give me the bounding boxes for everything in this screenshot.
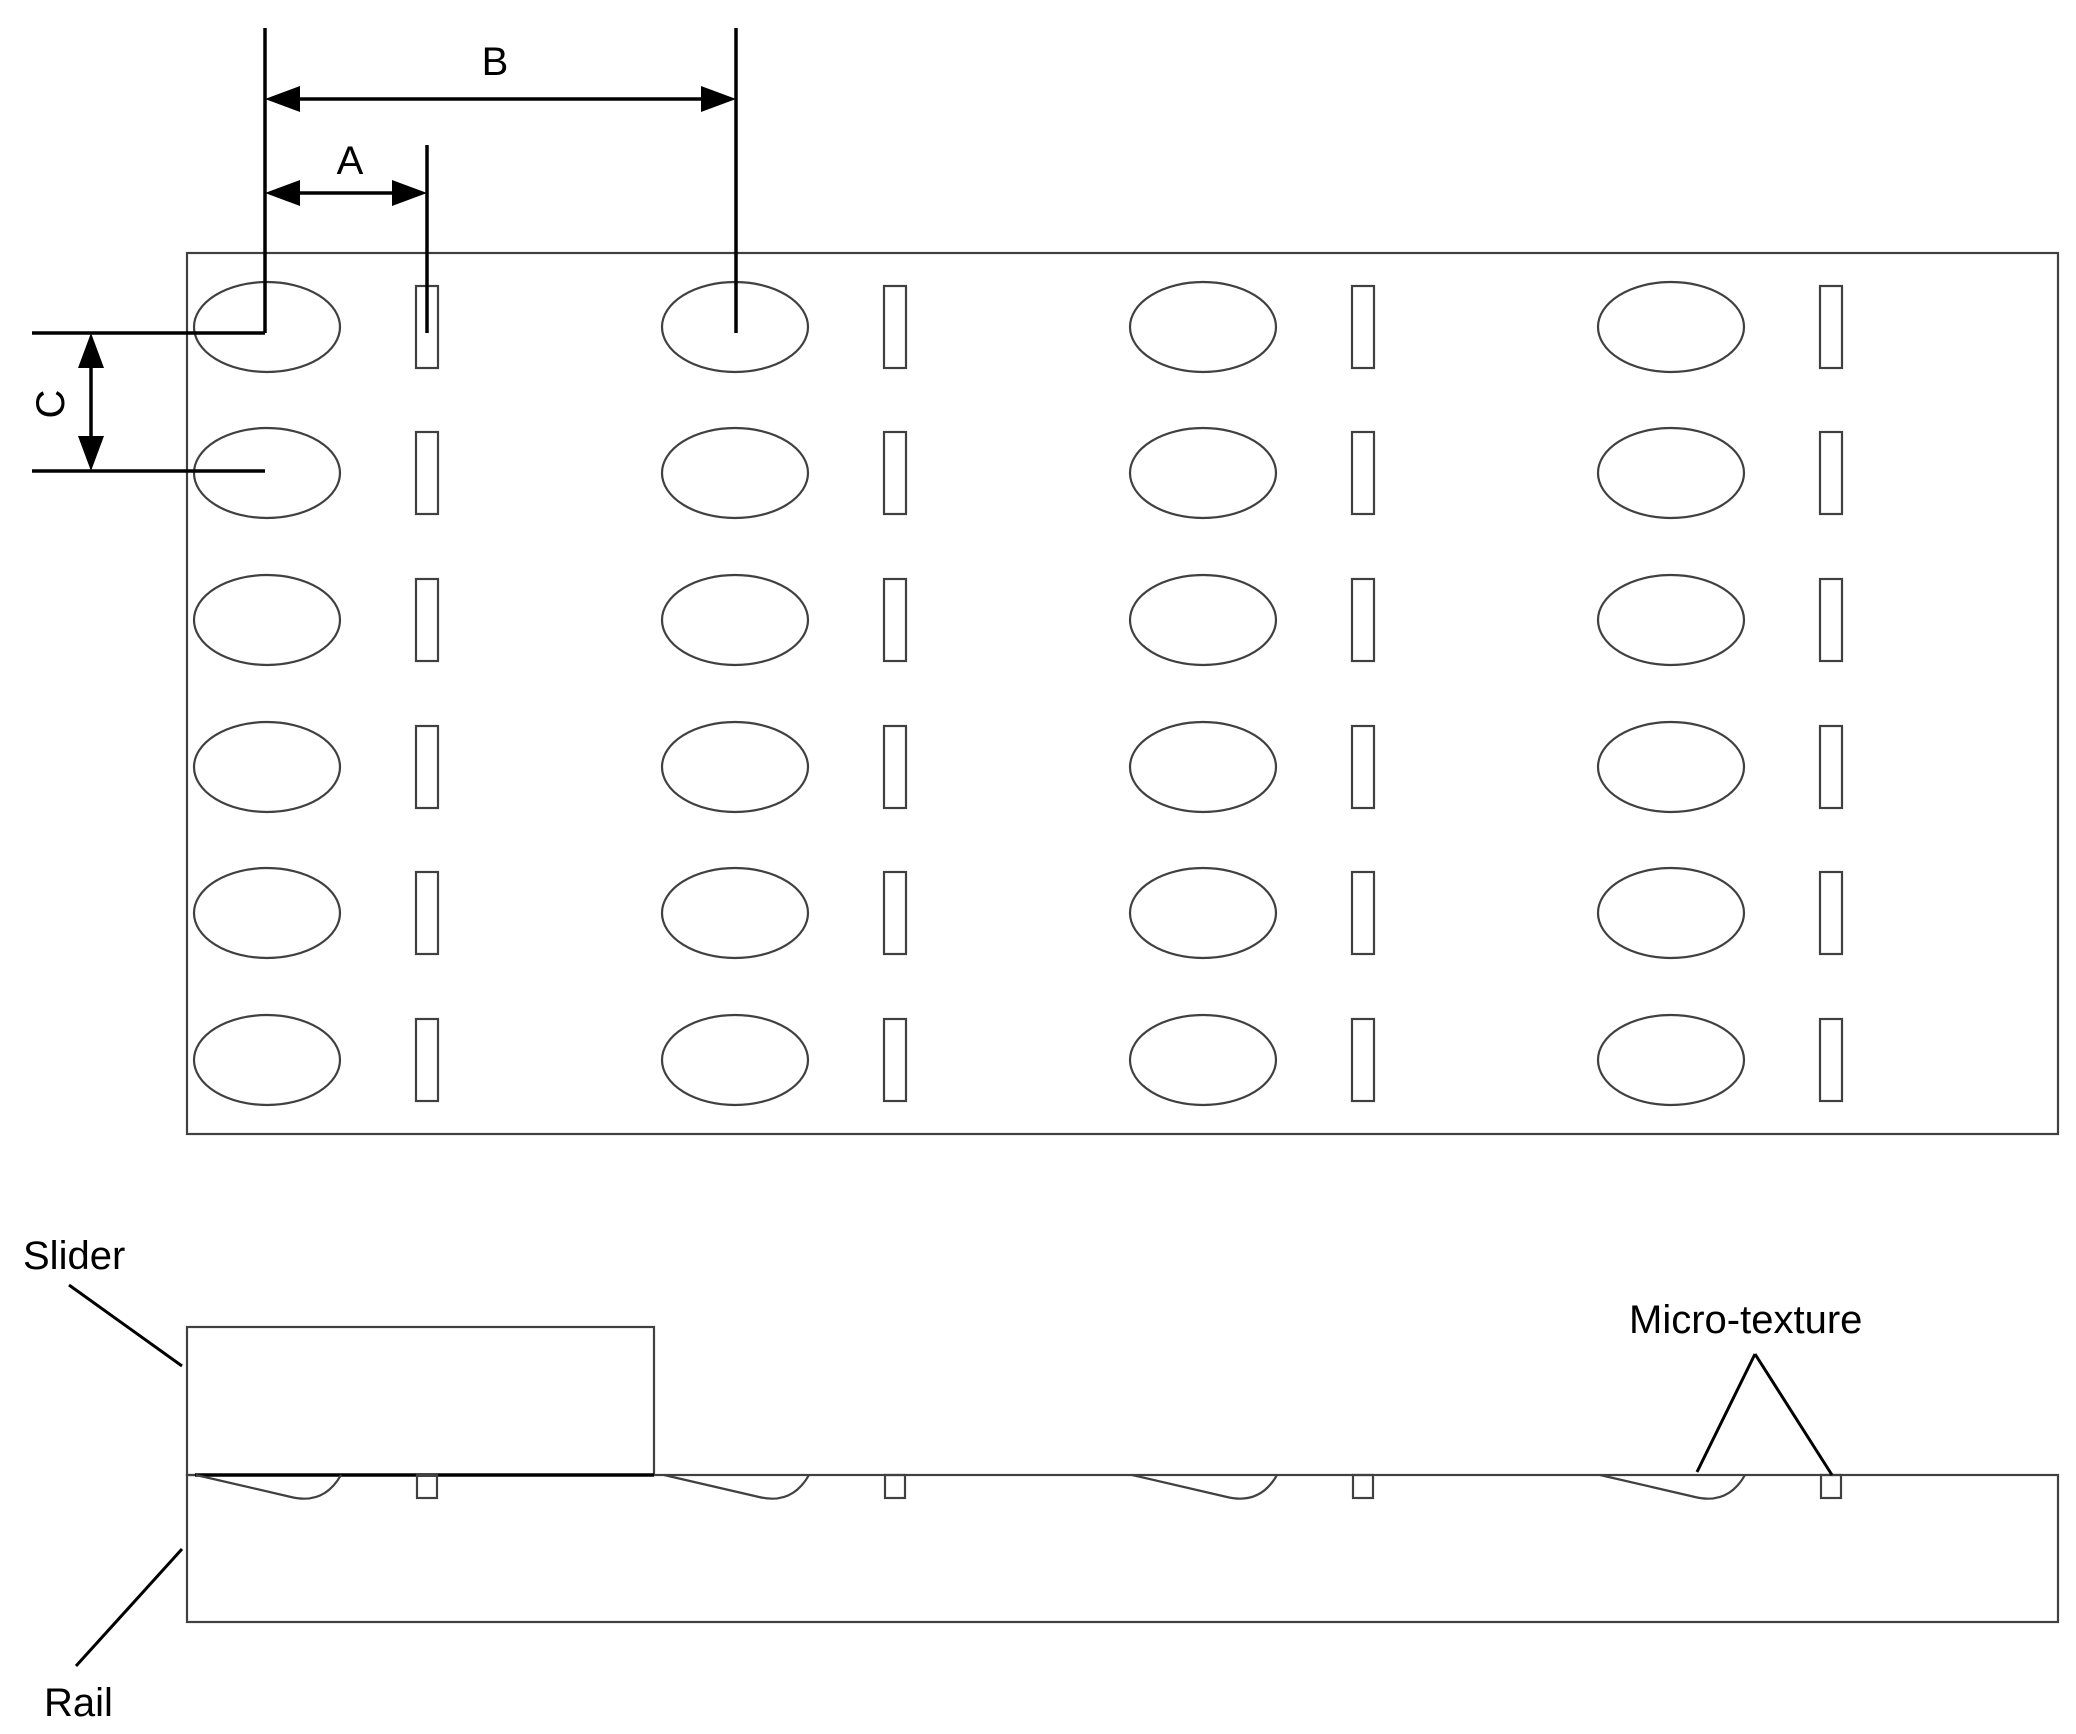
rectangular-groove	[1350, 577, 1376, 663]
ellipse-dimple	[1128, 426, 1278, 520]
groove-profile	[415, 1473, 439, 1500]
ellipse-dimple	[660, 1013, 810, 1107]
ellipse-dimple	[1596, 573, 1746, 667]
ellipse-dimple	[1596, 720, 1746, 814]
ellipse-dimple	[192, 866, 342, 960]
dimension-c: C	[29, 331, 265, 473]
dimension-b-label: B	[482, 40, 509, 84]
slider-block	[185, 1325, 656, 1477]
ellipse-dimple	[192, 720, 342, 814]
top-view	[185, 251, 2060, 1136]
rectangular-groove	[1818, 870, 1844, 956]
rectangular-groove	[882, 577, 908, 663]
rectangular-groove	[1818, 284, 1844, 370]
groove-profile	[883, 1473, 907, 1500]
ellipse-dimple	[1128, 573, 1278, 667]
rectangular-groove	[882, 870, 908, 956]
ellipse-dimple	[192, 573, 342, 667]
groove-profile	[1351, 1473, 1375, 1500]
side-view	[185, 1325, 2060, 1624]
rectangular-groove	[414, 870, 440, 956]
rectangular-groove	[1818, 724, 1844, 810]
textured-surface-plate	[185, 251, 2060, 1136]
ellipse-dimple	[192, 280, 342, 374]
ellipse-dimple	[660, 866, 810, 960]
rail-label: Rail	[44, 1681, 113, 1725]
dimple-profile	[1131, 1473, 1278, 1500]
rectangular-groove	[414, 1017, 440, 1103]
dimple-profile	[663, 1473, 810, 1500]
rectangular-groove	[882, 1017, 908, 1103]
rectangular-groove	[882, 724, 908, 810]
ellipse-dimple	[1596, 426, 1746, 520]
rectangular-groove	[414, 430, 440, 516]
ellipse-dimple	[660, 573, 810, 667]
rectangular-groove	[882, 430, 908, 516]
dimension-c-label: C	[29, 390, 73, 419]
rectangular-groove	[1818, 430, 1844, 516]
groove-profile	[1819, 1473, 1843, 1500]
dimension-b: B	[265, 28, 738, 333]
rail-callout: Rail	[44, 1547, 184, 1725]
dimension-a-label: A	[337, 139, 364, 183]
rectangular-groove	[882, 284, 908, 370]
ellipse-dimple	[1128, 280, 1278, 374]
rectangular-groove	[1350, 724, 1376, 810]
micro-texture-profile	[195, 1473, 1843, 1500]
rectangular-groove	[414, 577, 440, 663]
rectangular-groove	[1818, 577, 1844, 663]
ellipse-dimple	[1128, 866, 1278, 960]
ellipse-dimple	[660, 426, 810, 520]
ellipse-dimple	[1596, 1013, 1746, 1107]
ellipse-dimple	[1596, 280, 1746, 374]
micro-texture-label: Micro-texture	[1629, 1298, 1862, 1342]
ellipse-dimple	[192, 426, 342, 520]
rectangular-groove	[1350, 870, 1376, 956]
rail-body	[185, 1473, 2060, 1624]
rectangular-groove	[1818, 1017, 1844, 1103]
dimension-a: A	[263, 28, 429, 333]
ellipse-dimple	[1596, 866, 1746, 960]
rectangular-groove	[1350, 284, 1376, 370]
ellipse-dimple	[1128, 1013, 1278, 1107]
dimple-profile	[195, 1473, 342, 1500]
slider-label: Slider	[23, 1234, 125, 1278]
rectangular-groove	[1350, 430, 1376, 516]
ellipse-dimple	[1128, 720, 1278, 814]
texture-grid	[192, 280, 1844, 1107]
rectangular-groove	[1350, 1017, 1376, 1103]
micro-texture-callout: Micro-texture	[1629, 1298, 1862, 1476]
ellipse-dimple	[660, 720, 810, 814]
slider-callout: Slider	[23, 1234, 183, 1368]
rectangular-groove	[414, 724, 440, 810]
ellipse-dimple	[192, 1013, 342, 1107]
dimple-profile	[1599, 1473, 1746, 1500]
